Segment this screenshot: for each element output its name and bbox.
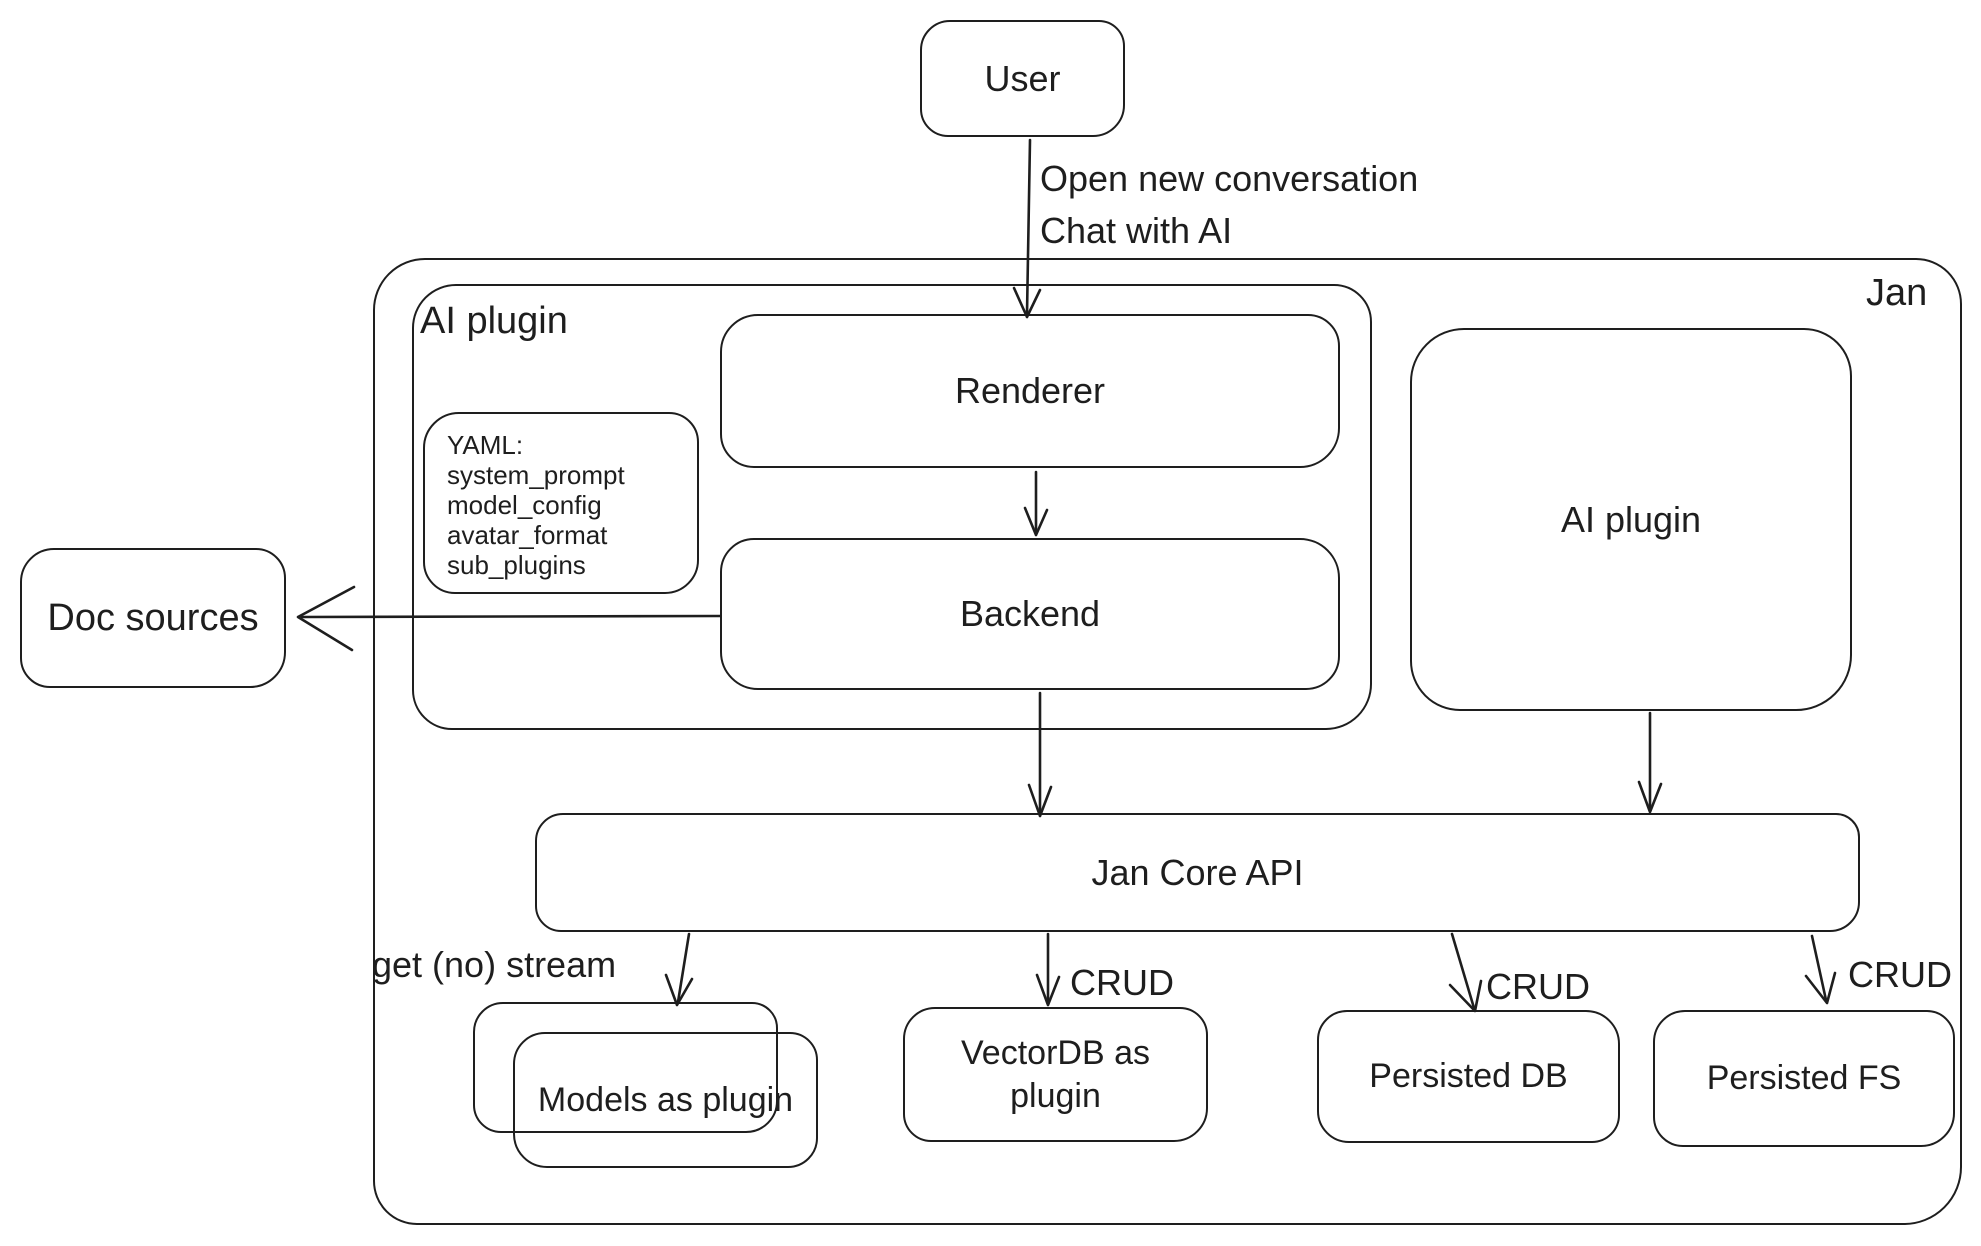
persisted-fs-node: Persisted FS (1653, 1010, 1955, 1147)
renderer-label: Renderer (954, 370, 1106, 411)
edge-label-get-no-stream: get (no) stream (372, 944, 617, 985)
jan-container (373, 258, 1962, 1225)
ai-plugin-node: AI plugin (1410, 328, 1852, 711)
edge-label-crud-persisted-db: CRUD (1486, 966, 1590, 1007)
jan-core-api-node: Jan Core API (535, 813, 1860, 932)
jan-core-api-label: Jan Core API (1091, 851, 1304, 893)
vectordb-as-plugin-label: VectorDB as plugin (961, 1034, 1150, 1115)
models-as-plugin-node: Models as plugin (513, 1032, 818, 1168)
ai-plugin-container (412, 284, 1372, 730)
jan-container-label: Jan (1866, 272, 1928, 314)
yaml-line: sub_plugins (447, 550, 586, 580)
user-node: User (920, 20, 1125, 137)
doc-sources-label: Doc sources (47, 596, 259, 639)
backend-label: Backend (959, 593, 1101, 634)
renderer-node: Renderer (720, 314, 1340, 468)
models-as-plugin-label: Models as plugin (537, 1080, 794, 1119)
backend-node: Backend (720, 538, 1340, 690)
persisted-db-label: Persisted DB (1369, 1057, 1568, 1095)
yaml-line: avatar_format (447, 520, 608, 550)
persisted-fs-label: Persisted FS (1706, 1059, 1902, 1097)
yaml-line: model_config (447, 490, 602, 520)
models-as-plugin-back-box (473, 1002, 778, 1133)
yaml-note-text: YAML: system_prompt model_config avatar_… (425, 414, 697, 580)
persisted-db-node: Persisted DB (1317, 1010, 1620, 1143)
ai-plugin-label: AI plugin (1560, 498, 1702, 540)
yaml-line: system_prompt (447, 460, 625, 490)
yaml-note: YAML: system_prompt model_config avatar_… (423, 412, 699, 594)
doc-sources-node: Doc sources (20, 548, 286, 688)
edge-label-crud-vectordb: CRUD (1070, 962, 1174, 1003)
ai-plugin-container-label: AI plugin (420, 300, 568, 342)
edge-label-chat-with-ai: Chat with AI (1040, 210, 1233, 251)
vectordb-as-plugin-node: VectorDB as plugin (903, 1007, 1208, 1142)
yaml-line: YAML: (447, 430, 524, 460)
user-label: User (984, 57, 1061, 99)
edge-label-crud-persisted-fs: CRUD (1848, 954, 1952, 995)
edge-label-open-conversation: Open new conversation (1040, 158, 1419, 199)
